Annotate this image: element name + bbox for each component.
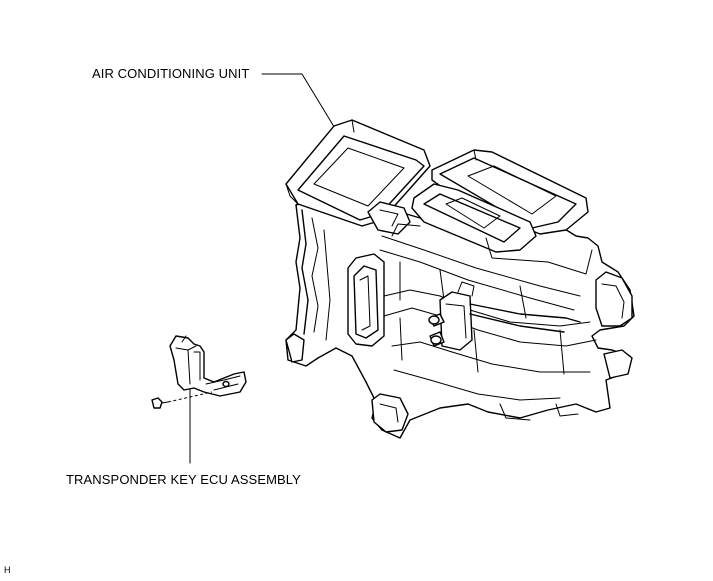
air-conditioning-unit-label: AIR CONDITIONING UNIT [92,66,250,81]
air-conditioning-unit-drawing [285,119,635,439]
figure-code-label: H [4,565,11,575]
ac-unit-leader-line [261,73,337,131]
transponder-key-ecu-drawing [151,335,247,409]
transponder-key-ecu-assembly-label: TRANSPONDER KEY ECU ASSEMBLY [66,472,301,487]
